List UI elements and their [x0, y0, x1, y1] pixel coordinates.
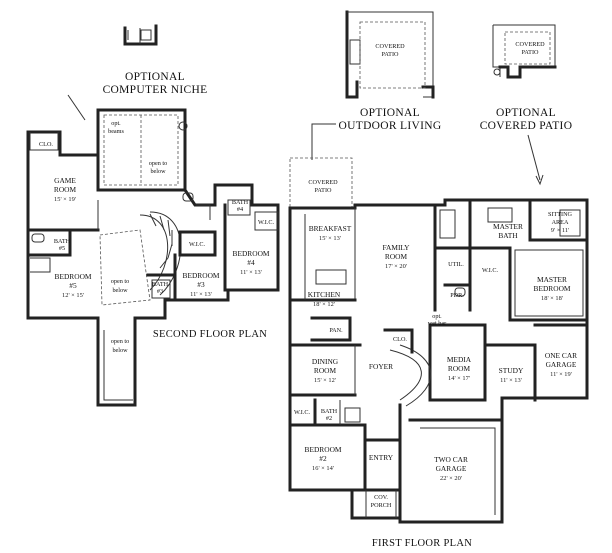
family-room-dim: 17' × 20': [385, 263, 407, 270]
sf-wic-label: W.I.C.: [189, 241, 206, 248]
game-room-dim: 15' × 19': [54, 196, 76, 203]
family-room-label-2: ROOM: [385, 252, 408, 261]
covered-patio-inset-b: [492, 24, 557, 79]
opt-patio-arrowhead: [535, 174, 544, 186]
bedroom3-label-1: BEDROOM: [183, 271, 220, 280]
cov-porch-label-2: PORCH: [371, 502, 392, 509]
title-opt-patio-1: OPTIONAL: [496, 107, 556, 119]
sf-open-below-top-1: open to: [149, 160, 167, 167]
first-floor-plan: [288, 157, 589, 524]
two-car-garage-dim: 22' × 20': [440, 475, 462, 482]
bedroom3-label-2: #3: [197, 280, 205, 289]
master-bath-label-1: MASTER: [493, 222, 523, 231]
wet-bar-label-2: wet bar: [428, 320, 446, 327]
title-opt-patio-2: COVERED PATIO: [480, 120, 573, 132]
two-car-garage-label-1: TWO CAR: [434, 455, 468, 464]
bedroom4-label-1: BEDROOM: [233, 249, 270, 258]
sf-open-below-low-1: open to: [111, 338, 129, 345]
cov-porch-label-1: COV.: [374, 494, 388, 501]
bedroom2-label-2: #2: [319, 454, 327, 463]
entry-label: ENTRY: [369, 453, 394, 462]
first-floor-title: FIRST FLOOR PLAN: [372, 538, 472, 549]
one-car-garage-dim: 11' × 19': [550, 371, 572, 378]
bath5-label-1: BATH: [54, 238, 71, 245]
bath3-label-2: #3: [157, 288, 163, 295]
ff-covered-patio-2: PATIO: [315, 187, 332, 194]
kitchen-label: KITCHEN: [308, 290, 341, 299]
ff-clo-label: CLO.: [393, 336, 407, 343]
sf-open-below-mid-1: open to: [111, 278, 129, 285]
media-room-dim: 14' × 17': [448, 375, 470, 382]
dining-room-label-1: DINING: [312, 357, 339, 366]
one-car-garage-label-2: GARAGE: [546, 360, 577, 369]
bath3-label-1: BATH: [152, 281, 169, 288]
bath2-label-2: #2: [326, 415, 332, 422]
ff-wic2-label: W.I.C.: [294, 409, 311, 416]
two-car-garage-label-2: GARAGE: [436, 464, 467, 473]
sf-open-below-mid-2: below: [112, 287, 128, 294]
breakfast-dim: 15' × 13': [319, 235, 341, 242]
breakfast-label: BREAKFAST: [309, 224, 352, 233]
second-floor-plan: [26, 108, 280, 407]
bedroom5-dim: 12' × 15': [62, 292, 84, 299]
family-room-label-1: FAMILY: [382, 243, 410, 252]
sf-open-below-low-2: below: [112, 347, 128, 354]
bath4-label-2: #4: [237, 206, 243, 213]
bedroom2-dim: 16' × 14': [312, 465, 334, 472]
util-label: UTIL.: [448, 261, 464, 268]
bedroom5-label-2: #5: [69, 281, 77, 290]
pantry-label: PAN.: [329, 327, 343, 334]
sf-open-below-top-2: below: [150, 168, 166, 175]
study-dim: 11' × 13': [500, 377, 522, 384]
bedroom2-label-1: BEDROOM: [305, 445, 342, 454]
sf-clo-label: CLO.: [39, 141, 53, 148]
media-room-label-1: MEDIA: [447, 355, 472, 364]
computer-niche-detail: [123, 24, 158, 46]
bedroom4-label-2: #4: [247, 258, 255, 267]
one-car-garage-label-1: ONE CAR: [545, 351, 577, 360]
second-floor-title: SECOND FLOOR PLAN: [153, 329, 267, 340]
bedroom4-dim: 11' × 13': [240, 269, 262, 276]
master-bath-label-2: BATH: [498, 231, 518, 240]
wet-bar-label-1: opt.: [432, 313, 442, 320]
inset-a-label-2: PATIO: [382, 51, 399, 58]
bath4-label-1: BATH: [232, 199, 249, 206]
sf-opt-beams-1: opt.: [111, 120, 121, 127]
bath5-label-2: #5: [59, 245, 65, 252]
covered-patio-inset-a: [345, 10, 435, 99]
dining-room-dim: 15' × 12': [314, 377, 336, 384]
media-room-label-2: ROOM: [448, 364, 471, 373]
title-outdoor-2: OUTDOOR LIVING: [339, 120, 442, 132]
bath2-label-1: BATH: [321, 408, 338, 415]
foyer-label: FOYER: [369, 362, 393, 371]
master-bedroom-label-1: MASTER: [537, 275, 567, 284]
bedroom3-dim: 11' × 13': [190, 291, 212, 298]
niche-leader-line: [67, 94, 86, 121]
game-room-label-1: GAME: [54, 176, 76, 185]
pdr-label: PDR.: [450, 292, 464, 299]
inset-a-label-1: COVERED: [375, 43, 405, 50]
kitchen-dim: 18' × 12': [313, 301, 335, 308]
outdoor-leader-line: [311, 123, 336, 160]
opt-patio-arrow: [527, 134, 541, 181]
sf-wic4-label: W.I.C.: [258, 219, 275, 226]
title-optional-niche-1: OPTIONAL: [125, 71, 185, 83]
study-label: STUDY: [499, 366, 524, 375]
title-optional-niche-2: COMPUTER NICHE: [103, 84, 208, 96]
master-bedroom-dim: 18' × 18': [541, 295, 563, 302]
sitting-area-dim: 9' × 11': [551, 227, 569, 234]
title-outdoor-1: OPTIONAL: [360, 107, 420, 119]
game-room-label-2: ROOM: [54, 185, 77, 194]
inset-b-label-2: PATIO: [522, 49, 539, 56]
master-bedroom-label-2: BEDROOM: [534, 284, 571, 293]
inset-b-label-1: COVERED: [515, 41, 545, 48]
bedroom5-label-1: BEDROOM: [55, 272, 92, 281]
sf-opt-beams-2: beams: [108, 128, 124, 135]
sitting-area-label-1: SITTING: [548, 211, 573, 218]
sitting-area-label-2: AREA: [552, 219, 569, 226]
dining-room-label-2: ROOM: [314, 366, 337, 375]
ff-covered-patio-1: COVERED: [308, 179, 338, 186]
ff-wic-label: W.I.C.: [482, 267, 499, 274]
